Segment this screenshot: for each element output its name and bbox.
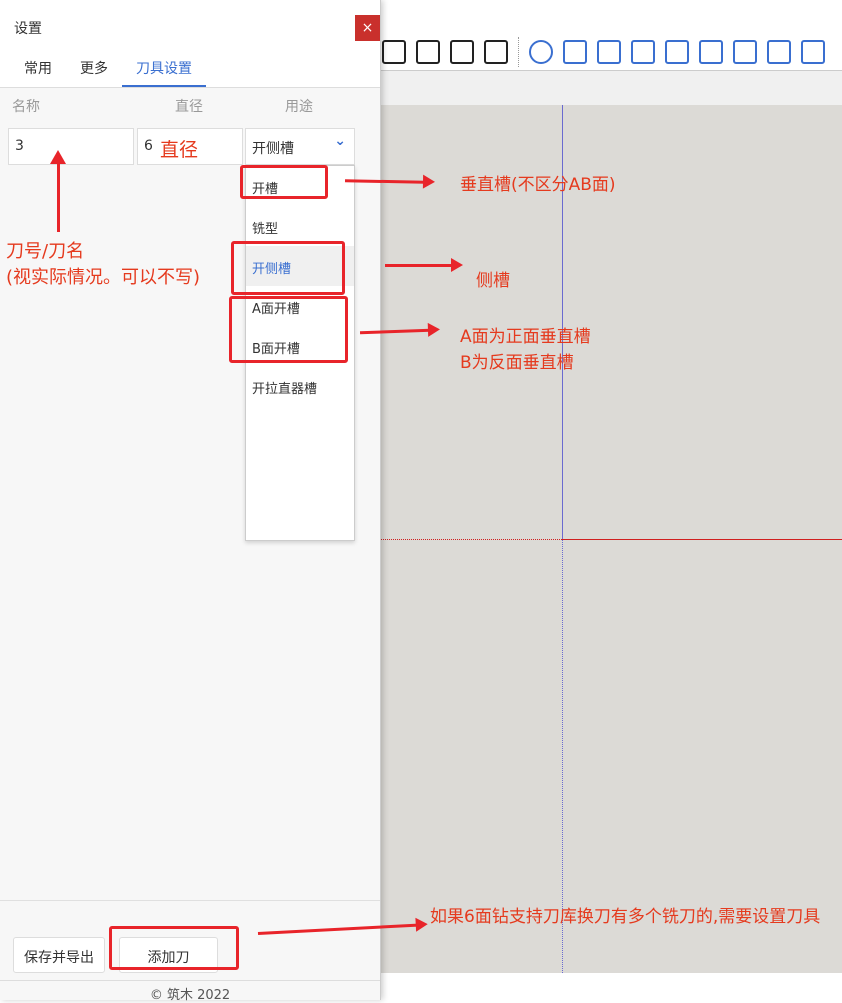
tab-tool-settings[interactable]: 刀具设置	[122, 52, 206, 87]
arrow-head	[50, 150, 66, 164]
annotation-ab-line2: B为反面垂直槽	[460, 353, 574, 373]
option-straightener-slot[interactable]: 开拉直器槽	[252, 382, 318, 397]
annotation-slot: 垂直槽(不区分AB面)	[460, 175, 616, 195]
y-axis-dotted	[562, 540, 563, 973]
home-icon[interactable]	[450, 39, 474, 64]
chevron-down-icon: ⌄	[334, 133, 346, 149]
footer: © 筑木 2022	[0, 980, 380, 1003]
annotation-tool-name-note: (视实际情况。可以不写)	[6, 267, 201, 288]
house-icon[interactable]	[382, 39, 406, 64]
option-slot[interactable]: 开槽	[252, 182, 279, 197]
diameter-input[interactable]: 6	[137, 128, 243, 165]
settings-dialog: 设置 × 常用 更多 刀具设置 名称 直径 用途 3 6 开侧槽 ⌄ 开槽 铣型…	[0, 0, 381, 1003]
usage-dropdown: 开槽 铣型 开侧槽 A面开槽 B面开槽 开拉直器槽	[245, 165, 355, 541]
board-icon[interactable]	[484, 39, 508, 64]
corner-icon[interactable]	[767, 39, 791, 64]
x-axis-dotted	[380, 539, 562, 540]
x-axis	[562, 539, 842, 540]
option-b-face-slot[interactable]: B面开槽	[252, 342, 300, 357]
tab-general[interactable]: 常用	[24, 61, 52, 77]
tab-more[interactable]: 更多	[80, 61, 108, 77]
annotation-ab-line1: A面为正面垂直槽	[460, 327, 591, 347]
canvas[interactable]	[380, 105, 842, 973]
bottom-bar	[0, 900, 380, 980]
option-a-face-slot[interactable]: A面开槽	[252, 302, 300, 317]
toolbar-strip	[380, 71, 842, 105]
toolbar-separator	[518, 36, 519, 67]
cube-icon[interactable]	[597, 39, 621, 64]
dialog-title: 设置	[0, 0, 380, 52]
gear-icon[interactable]	[529, 39, 553, 64]
header-usage: 用途	[285, 99, 313, 115]
cube-filled-icon[interactable]	[631, 39, 655, 64]
copy-icon[interactable]	[699, 39, 723, 64]
arrow-up	[57, 160, 60, 232]
folder-cube-icon[interactable]	[563, 39, 587, 64]
close-button[interactable]: ×	[355, 15, 380, 41]
usage-select[interactable]: 开侧槽 ⌄	[245, 128, 355, 165]
highlight-side-slot	[231, 241, 345, 295]
highlight-ab-slot	[229, 296, 348, 363]
header-diameter: 直径	[175, 99, 203, 115]
toolbar	[380, 33, 842, 71]
save-export-button[interactable]: 保存并导出	[13, 937, 105, 973]
usage-value: 开侧槽	[252, 141, 294, 157]
annotation-side-slot: 侧槽	[476, 271, 510, 291]
annotation-diameter: 直径	[160, 139, 199, 161]
house-icon[interactable]	[416, 39, 440, 64]
option-milling[interactable]: 铣型	[252, 222, 279, 237]
annotation-tools-note: 如果6面钻支持刀库换刀有多个铣刀的,需要设置刀具	[430, 907, 821, 927]
header-name: 名称	[12, 99, 40, 115]
highlight-slot	[240, 165, 328, 199]
tab-bar: 常用 更多 刀具设置	[0, 52, 380, 88]
export-icon[interactable]	[733, 39, 757, 64]
arrow-side-slot	[385, 258, 463, 272]
annotation-tool-name: 刀号/刀名	[6, 241, 85, 262]
panel-edit-icon[interactable]	[665, 39, 689, 64]
y-axis	[562, 105, 563, 540]
tool-name-input[interactable]: 3	[8, 128, 134, 165]
highlight-add-tool	[109, 926, 239, 970]
door-icon[interactable]	[801, 39, 825, 64]
option-side-slot[interactable]: 开侧槽	[246, 246, 354, 286]
